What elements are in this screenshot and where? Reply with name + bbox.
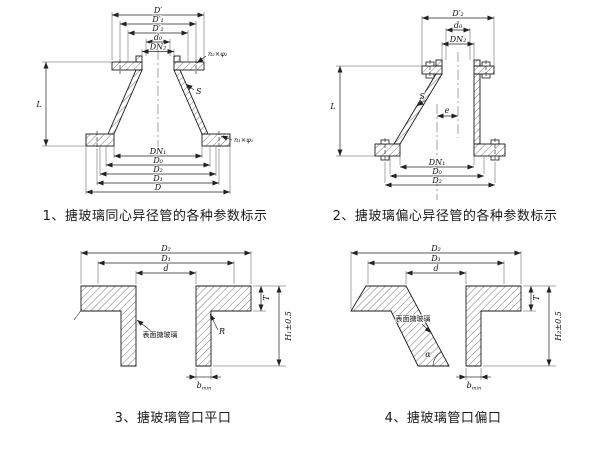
dim-label-S: S (420, 92, 426, 101)
dim-label-D1-prime: D′₁ (151, 15, 163, 24)
fig4-angle-arc (432, 351, 442, 367)
fig3-dimension-lines (81, 250, 282, 380)
figure3-flat-mouth-drawing: D₂ D₁ d 表面搪玻璃 R T H₁±0.5 bmin (73, 243, 294, 392)
dim-label-L: L (35, 100, 41, 109)
dim-label-e: e (445, 106, 450, 115)
dim-label-R: R (218, 327, 225, 336)
fig2-extension-lines (336, 16, 496, 183)
dim-label-T: T (532, 295, 541, 301)
dim-label-DN2: DN₂ (149, 43, 167, 52)
fig2-cross-section (374, 59, 506, 157)
dim-label-d: d (163, 264, 168, 273)
dim-label-n2-phi2: n₂×φ₂ (208, 50, 228, 58)
dim-label-DN2: DN₂ (449, 35, 467, 44)
fig1-extension-lines (42, 12, 231, 194)
dim-label-H2: H₂±0.5 (554, 311, 563, 342)
fig3-extension-lines (80, 251, 286, 380)
dim-label-D0: D₀ (152, 156, 163, 165)
dim-label-L: L (329, 102, 335, 111)
dim-label-d0: d₀ (454, 21, 463, 30)
figure4-caption: 4、搪玻璃管口偏口 (384, 411, 502, 426)
dim-label-T: T (262, 295, 271, 301)
figure3-caption: 3、搪玻璃管口平口 (114, 411, 232, 426)
dim-label-D2-prime: D′₂ (451, 9, 463, 18)
dim-label-S: S (196, 87, 202, 96)
dim-label-d0: d₀ (154, 33, 163, 42)
fig2-dimension-lines (337, 15, 495, 188)
figure1-concentric-reducer-drawing: D′ D′₁ D′₂ d₀ DN₂ n₂×φ₂ L S DN₁ D₀ D₂ D₁… (35, 5, 254, 195)
dim-label-bmin: bmin (197, 381, 212, 392)
fig4-dimension-lines (351, 250, 552, 380)
dim-label-D2: D₂ (431, 176, 442, 185)
dim-label-D2: D₂ (152, 165, 163, 174)
fig2-bolt-hole-centerlines (384, 60, 496, 162)
dim-label-D0: D₀ (431, 167, 442, 176)
figure2-eccentric-reducer-drawing: D′₂ d₀ DN₂ L S e DN₁ D₀ D₂ (329, 8, 506, 200)
dim-label-DN1: DN₁ (428, 158, 446, 167)
glass-lined-surface-label: 表面搪玻璃 (143, 330, 178, 339)
dim-label-D-prime: D′ (153, 6, 162, 15)
dim-label-n1-phi1: n₁×φ₁ (234, 136, 253, 144)
figure2-caption: 2、搪玻璃偏心异径管的各种参数标示 (332, 209, 558, 224)
dim-label-H1: H₁±0.5 (284, 311, 293, 342)
dim-label-D2: D₂ (160, 244, 171, 253)
dim-label-D1: D₁ (152, 174, 163, 183)
fig3-cross-section (80, 285, 252, 367)
figure4-beveled-mouth-drawing: D₂ D₁ d 表面搪玻璃 α T H₂±0.5 bmin (350, 243, 564, 392)
glass-lined-surface-label: 表面搪玻璃 (396, 314, 431, 323)
dim-label-D1: D₁ (430, 254, 441, 263)
dim-label-D1: D₁ (160, 254, 171, 263)
fig4-extension-lines (350, 251, 556, 380)
dim-label-d: d (433, 264, 438, 273)
dim-label-D: D (154, 183, 162, 192)
dim-label-D2: D₂ (430, 244, 441, 253)
dim-label-D2-prime: D′₂ (151, 24, 163, 33)
fig1-cross-section (85, 55, 231, 147)
fig4-cross-section (350, 285, 522, 367)
fig1-dimension-lines (43, 12, 233, 195)
figure1-caption: 1、搪玻璃同心异径管的各种参数标示 (42, 209, 268, 224)
fig1-bolt-hole-centerlines (96, 59, 220, 150)
fig3-surface-mark (73, 308, 83, 321)
dim-label-alpha: α (425, 350, 431, 359)
dim-label-bmin: bmin (467, 381, 482, 392)
dim-label-DN1: DN₁ (149, 147, 167, 156)
